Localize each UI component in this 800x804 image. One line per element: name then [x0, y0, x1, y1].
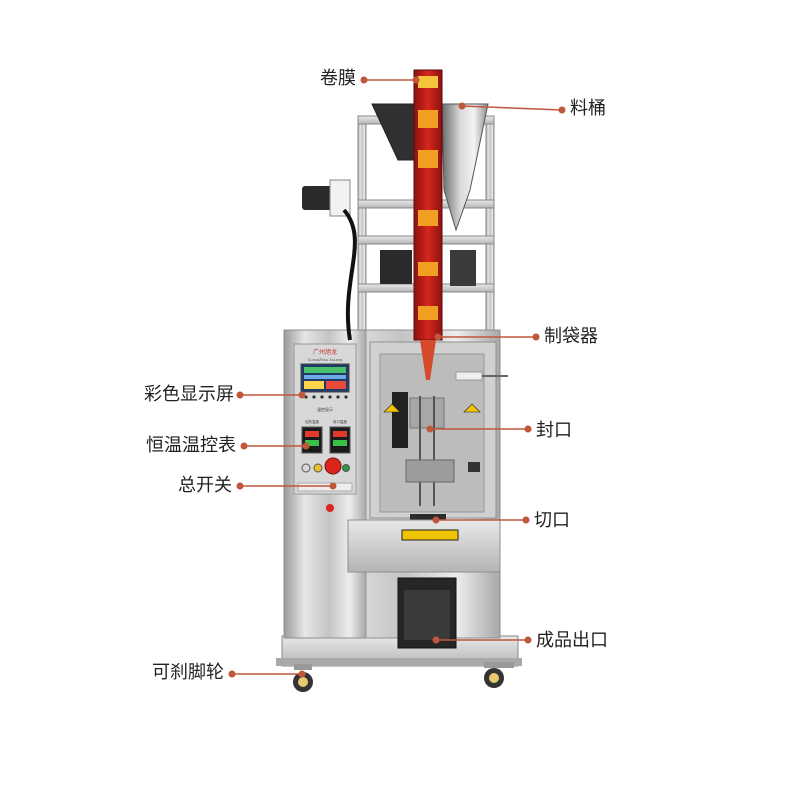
- label-color-display: 彩色显示屏: [144, 384, 234, 405]
- callout-leaders: [228, 76, 566, 678]
- leader-temp-controller-dot-2: [302, 442, 310, 450]
- leader-bag-former-dot-1: [434, 333, 442, 341]
- label-sealing: 封口: [536, 420, 572, 441]
- product-outlet: [347, 519, 501, 649]
- label-film-roll: 卷膜: [320, 68, 356, 89]
- leader-product-outlet-dot-2: [524, 636, 532, 644]
- leader-main-switch-dot-2: [329, 482, 337, 490]
- label-product-outlet: 成品出口: [536, 630, 608, 651]
- leader-hopper: [461, 105, 563, 111]
- leader-cutter-dot-1: [432, 516, 440, 524]
- main-switch-knob: [324, 457, 342, 475]
- leader-sealing-dot-2: [524, 425, 532, 433]
- leader-brake-caster-dot-2: [298, 670, 306, 678]
- sealing-section: [369, 341, 508, 520]
- label-bag-former: 制袋器: [544, 326, 598, 347]
- leader-main-switch-dot-1: [236, 482, 244, 490]
- caster-left: [293, 664, 313, 692]
- leader-bag-former-dot-2: [532, 333, 540, 341]
- label-hopper: 料桶: [570, 98, 606, 119]
- panel-brand-text: 广州旭龙: [313, 348, 337, 356]
- panel-text-3: 封口温度: [333, 419, 347, 424]
- film-motor: [302, 179, 357, 341]
- leader-brake-caster-dot-1: [228, 670, 236, 678]
- control-panel: 广州旭龙 GuangZhou XuLong 温控显示 加热温度 封口温度: [293, 343, 357, 512]
- leader-film-roll-dot-2: [412, 76, 420, 84]
- leader-color-display-dot-2: [298, 391, 306, 399]
- label-main-switch: 总开关: [178, 475, 232, 496]
- label-brake-caster: 可刹脚轮: [152, 662, 224, 683]
- leader-hopper-dot-1: [458, 102, 466, 110]
- leader-cutter-dot-2: [522, 516, 530, 524]
- leader-sealing-dot-1: [426, 425, 434, 433]
- label-temp-controller: 恒温温控表: [146, 435, 236, 456]
- leader-color-display-dot-1: [236, 391, 244, 399]
- cutter-blade: [410, 514, 446, 520]
- label-cutter: 切口: [534, 510, 570, 531]
- leader-temp-controller-dot-1: [240, 442, 248, 450]
- panel-text-2: 加热温度: [305, 419, 319, 424]
- leader-hopper-dot-2: [558, 106, 566, 114]
- leader-product-outlet-dot-1: [432, 636, 440, 644]
- caster-right: [484, 662, 514, 688]
- panel-brand-sub-text: GuangZhou XuLong: [308, 358, 343, 362]
- film-roll: [413, 69, 443, 380]
- leader-film-roll-dot-1: [360, 76, 368, 84]
- panel-text-1: 温控显示: [317, 406, 333, 412]
